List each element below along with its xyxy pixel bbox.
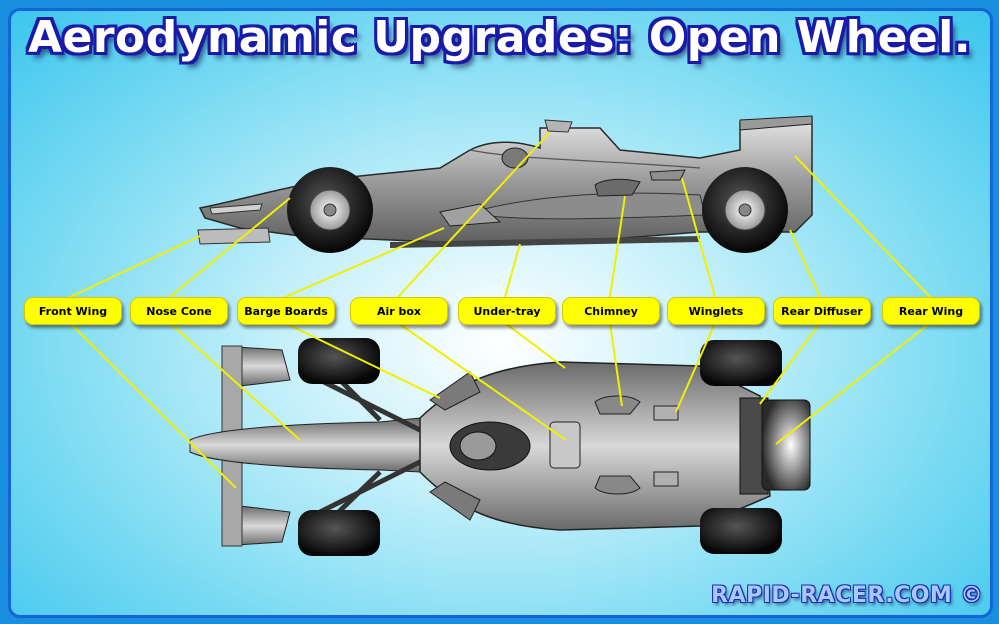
footer-brand: RAPID-RACER.COM ©: [711, 583, 983, 608]
leader-chimney-side: [609, 195, 626, 298]
side-front-tyre: [287, 167, 373, 253]
leader-barge-top: [284, 322, 441, 399]
leader-nose-side: [169, 197, 291, 298]
side-view-car: [197, 115, 813, 253]
leader-front-wing-side: [69, 235, 201, 298]
leader-airbox-top: [397, 322, 567, 441]
leader-lines: [69, 131, 931, 489]
top-view-car: [189, 338, 811, 556]
label-rear-wing: Rear Wing: [882, 297, 980, 325]
top-air-box: [549, 421, 581, 469]
leader-undertray-side: [504, 243, 521, 298]
leader-barge-side: [284, 227, 445, 298]
leader-winglets-side: [681, 177, 716, 298]
leader-undertray-top: [504, 322, 566, 369]
leader-chimney-top: [609, 322, 623, 407]
side-rear-tyre: [702, 167, 788, 253]
diagram-title: Aerodynamic Upgrades: Open Wheel.: [27, 12, 972, 63]
leader-diffuser-top: [759, 322, 821, 405]
copyright-icon: ©: [960, 583, 983, 608]
label-barge-boards: Barge Boards: [237, 297, 335, 325]
top-front-tyre-left: [298, 338, 380, 384]
label-air-box: Air box: [350, 297, 448, 325]
label-nose-cone: Nose Cone: [130, 297, 228, 325]
label-front-wing: Front Wing: [24, 297, 122, 325]
footer-brand-text: RAPID-RACER.COM: [711, 583, 953, 608]
leader-airbox-side: [397, 131, 551, 298]
side-front-wing: [197, 227, 271, 245]
label-rear-diffuser: Rear Diffuser: [773, 297, 871, 325]
driver-helmet-side: [501, 147, 529, 169]
leader-rearwing-top: [775, 322, 931, 445]
leader-diffuser-side: [789, 229, 821, 298]
top-front-tyre-right: [298, 510, 380, 556]
top-rear-tyre-left: [700, 340, 782, 386]
label-winglets: Winglets: [667, 297, 765, 325]
top-rear-tyre-right: [700, 508, 782, 554]
leader-nose-top: [169, 322, 301, 441]
leader-front-wing-top: [69, 322, 237, 489]
leader-rearwing-side: [794, 155, 931, 298]
leader-winglets-top: [675, 322, 716, 413]
label-under-tray: Under-tray: [458, 297, 556, 325]
side-rear-wing: [739, 115, 813, 131]
driver-helmet-top: [459, 431, 497, 461]
label-chimney: Chimney: [562, 297, 660, 325]
top-rear-wing: [761, 399, 811, 491]
